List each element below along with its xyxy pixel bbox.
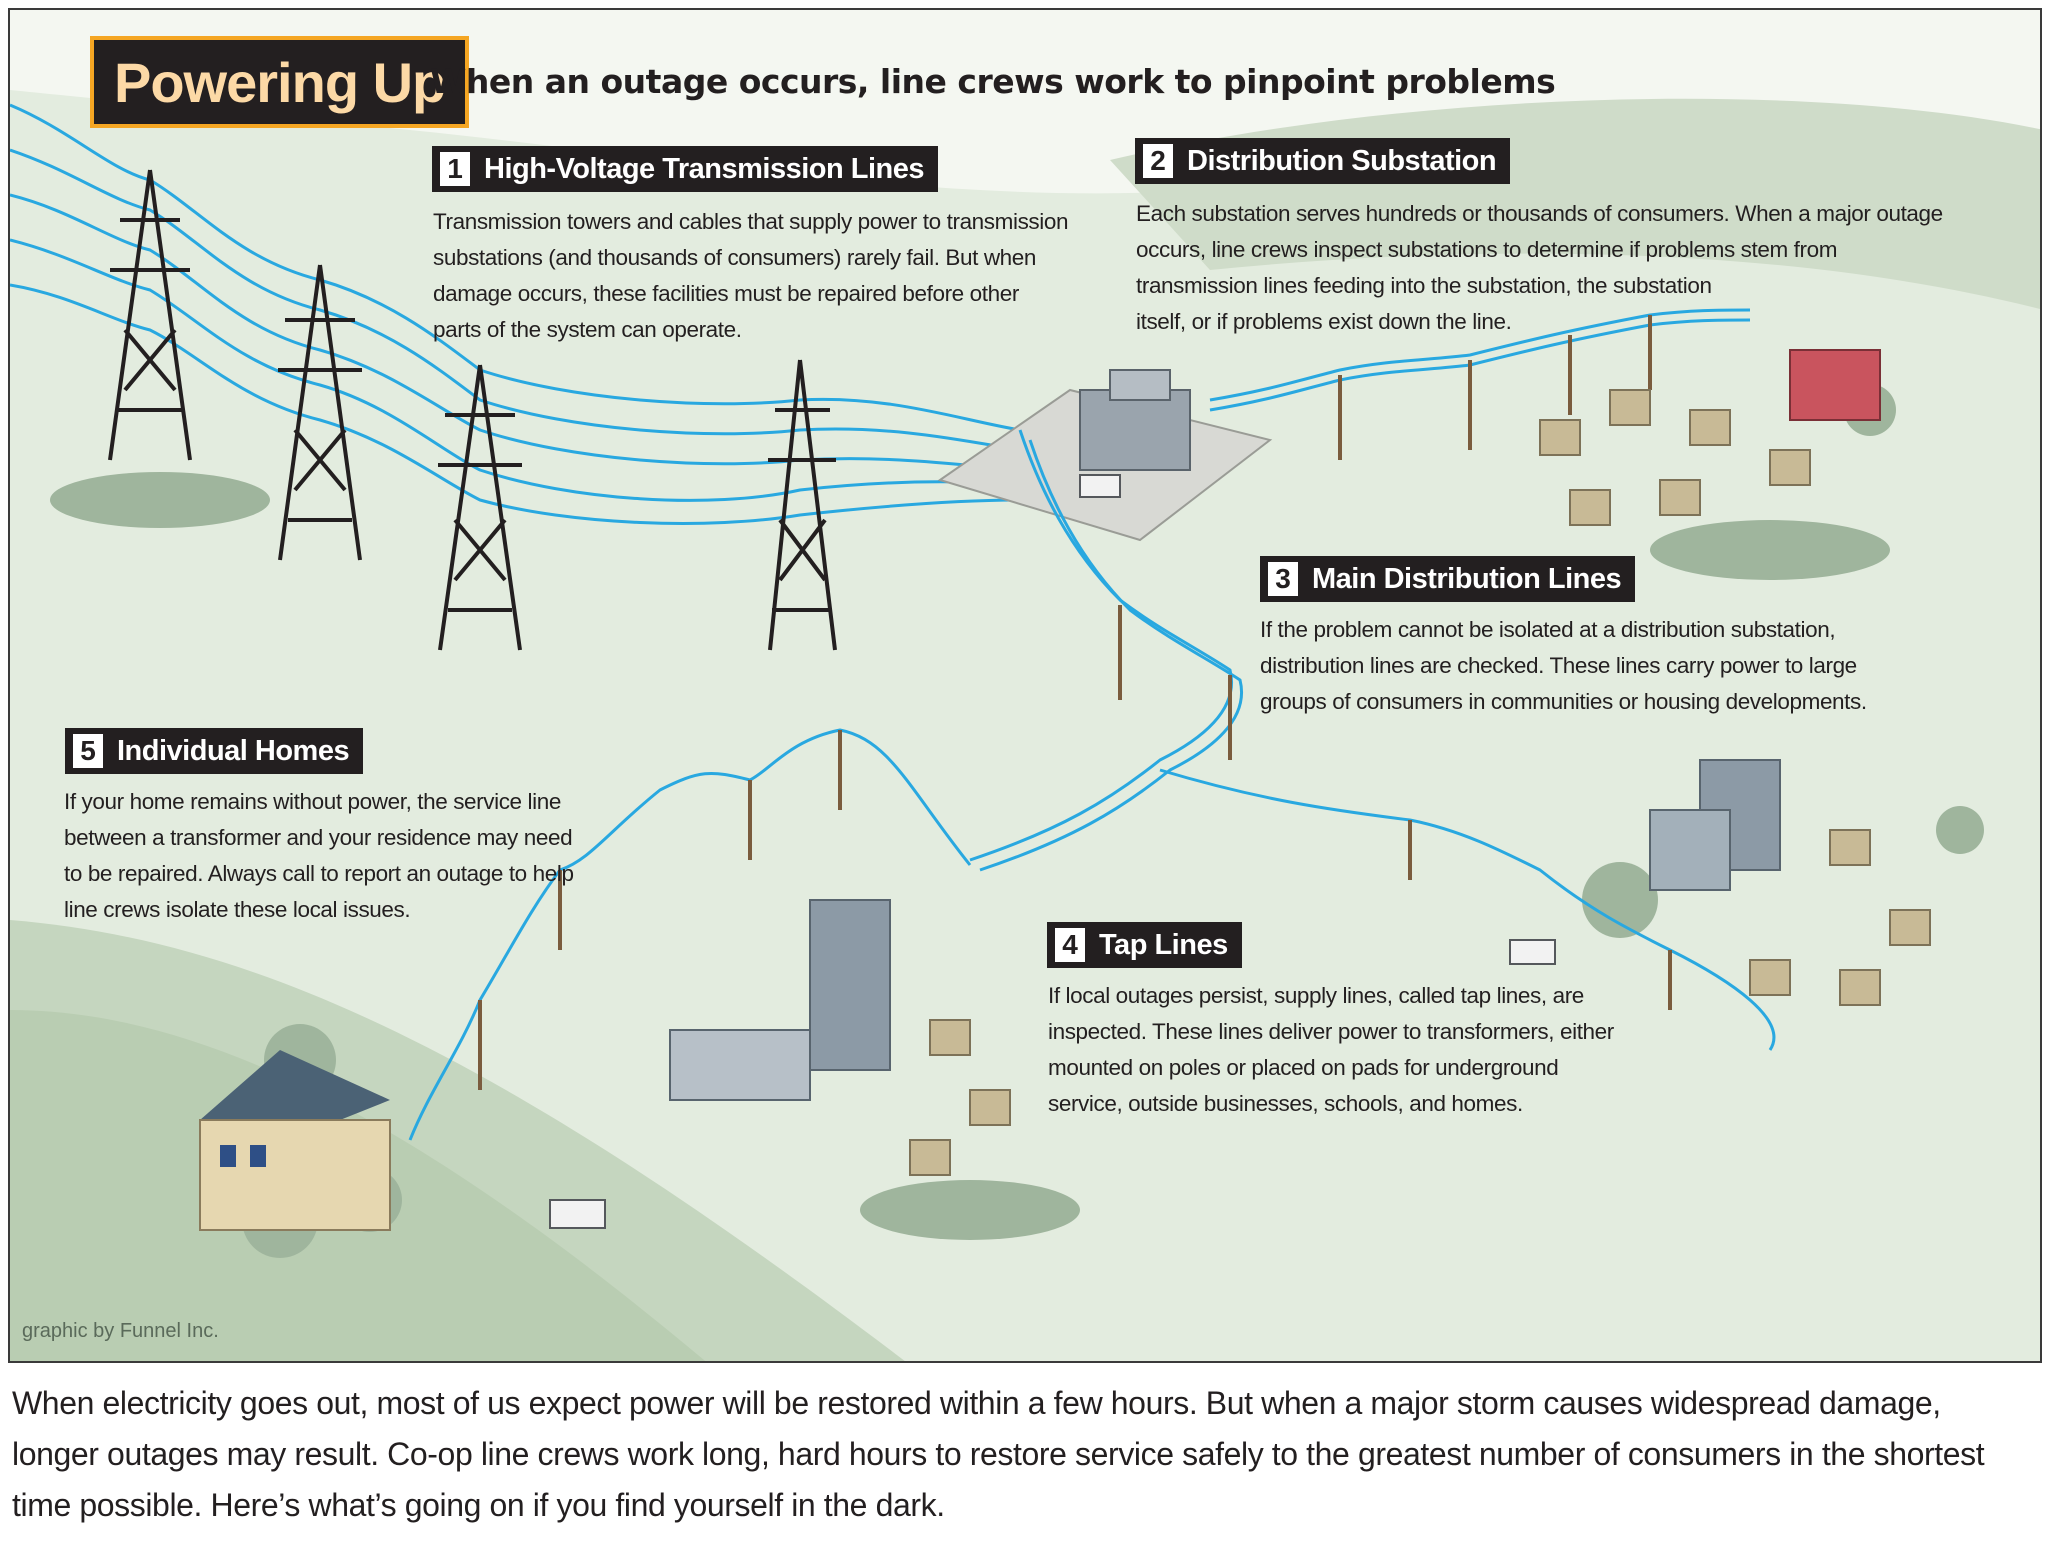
step-2-line: itself, or if problems exist down the li… xyxy=(1136,309,1512,334)
tower xyxy=(438,364,522,651)
house xyxy=(1839,969,1881,1006)
caption: When electricity goes out, most of us ex… xyxy=(12,1378,2042,1531)
bucket-truck xyxy=(549,1199,606,1229)
step-3-title: Main Distribution Lines xyxy=(1312,562,1622,595)
house xyxy=(969,1089,1011,1126)
distribution-substation xyxy=(937,369,1273,542)
caption-line: time possible. Here’s what’s going on if… xyxy=(12,1487,945,1523)
bucket-trucks xyxy=(549,474,1556,1229)
step-1-header: 1 High-Voltage Transmission Lines xyxy=(432,146,938,192)
step-2-header: 2 Distribution Substation xyxy=(1135,138,1511,184)
step-4-title: Tap Lines xyxy=(1099,928,1228,961)
barn xyxy=(1789,349,1881,421)
step-1-title: High-Voltage Transmission Lines xyxy=(484,152,925,185)
step-2-body: Each substation serves hundreds or thous… xyxy=(1136,196,1943,340)
page-title: Powering Up xyxy=(114,50,446,114)
house xyxy=(909,1139,951,1176)
tower xyxy=(108,169,192,461)
transmission-towers xyxy=(108,169,837,651)
step-5-number: 5 xyxy=(73,734,103,768)
house xyxy=(1889,909,1931,946)
tower xyxy=(278,264,362,561)
wire xyxy=(969,429,1233,862)
house xyxy=(1689,409,1731,446)
infographic-frame: Powering Up When an outage occurs, line … xyxy=(8,8,2042,1363)
caption-line: When electricity goes out, most of us ex… xyxy=(12,1385,1941,1421)
bucket-truck xyxy=(1079,474,1121,498)
step-5-header: 5 Individual Homes xyxy=(65,728,364,774)
home xyxy=(199,1050,391,1231)
step-2-number: 2 xyxy=(1143,144,1173,178)
step-4-line: mounted on poles or placed on pads for u… xyxy=(1048,1055,1559,1080)
step-1-line: substations (and thousands of consumers)… xyxy=(433,245,1037,270)
wire xyxy=(1159,768,1776,1051)
step-1-line: damage occurs, these facilities must be … xyxy=(433,281,1019,306)
step-3-line: If the problem cannot be isolated at a d… xyxy=(1260,617,1836,642)
step-2-line: occurs, line crews inspect substations t… xyxy=(1136,237,1838,262)
step-4-line: inspected. These lines deliver power to … xyxy=(1048,1019,1614,1044)
wire xyxy=(10,283,1021,525)
page-subtitle: When an outage occurs, line crews work t… xyxy=(430,62,1556,101)
house xyxy=(1749,959,1791,996)
title-banner: Powering Up xyxy=(90,36,470,128)
step-3-line: distribution lines are checked. These li… xyxy=(1260,653,1857,678)
tree-cluster xyxy=(1650,520,1890,580)
step-5-title: Individual Homes xyxy=(117,734,350,767)
step-5-line: line crews isolate these local issues. xyxy=(64,897,411,922)
office-tower xyxy=(669,899,891,1101)
small-houses xyxy=(909,389,1931,1176)
house xyxy=(1659,479,1701,516)
tower xyxy=(768,359,837,651)
step-1-body: Transmission towers and cables that supp… xyxy=(433,204,1069,348)
wire xyxy=(10,238,1021,502)
houses xyxy=(199,349,1931,1231)
step-4-line: If local outages persist, supply lines, … xyxy=(1048,983,1584,1008)
step-3-number: 3 xyxy=(1268,562,1298,596)
house xyxy=(929,1019,971,1056)
step-1-line: parts of the system can operate. xyxy=(433,317,742,342)
step-5-body: If your home remains without power, the … xyxy=(64,784,574,928)
bucket-truck xyxy=(1509,939,1556,965)
house xyxy=(1569,489,1611,526)
step-4-line: service, outside businesses, schools, an… xyxy=(1048,1091,1523,1116)
tree-cluster xyxy=(50,472,270,528)
house xyxy=(1829,829,1871,866)
utility-poles xyxy=(478,315,1672,1090)
wire xyxy=(1209,308,1751,402)
step-2-line: transmission lines feeding into the subs… xyxy=(1136,273,1712,298)
wire xyxy=(10,148,1021,452)
step-1-number: 1 xyxy=(440,152,470,186)
step-3-header: 3 Main Distribution Lines xyxy=(1260,556,1636,602)
graphic-credit: graphic by Funnel Inc. xyxy=(22,1320,219,1342)
step-4-body: If local outages persist, supply lines, … xyxy=(1048,978,1614,1122)
illustration xyxy=(10,10,2040,1361)
step-5-line: If your home remains without power, the … xyxy=(64,789,561,814)
step-3-body: If the problem cannot be isolated at a d… xyxy=(1260,612,1867,720)
step-1-line: Transmission towers and cables that supp… xyxy=(433,209,1069,234)
step-4-header: 4 Tap Lines xyxy=(1047,922,1242,968)
step-5-line: between a transformer and your residence… xyxy=(64,825,573,850)
caption-line: longer outages may result. Co-op line cr… xyxy=(12,1436,1985,1472)
wire xyxy=(979,439,1243,872)
house xyxy=(1539,419,1581,456)
sky-area xyxy=(10,10,2040,219)
house xyxy=(1609,389,1651,426)
tree-cluster xyxy=(860,1180,1080,1240)
apartment-building xyxy=(1649,759,1781,891)
tree xyxy=(1582,862,1658,938)
step-2-line: Each substation serves hundreds or thous… xyxy=(1136,201,1943,226)
step-3-line: groups of consumers in communities or ho… xyxy=(1260,689,1867,714)
tree xyxy=(1936,806,1984,854)
step-5-line: to be repaired. Always call to report an… xyxy=(64,861,574,886)
house xyxy=(1769,449,1811,486)
step-2-title: Distribution Substation xyxy=(1187,144,1497,177)
step-4-number: 4 xyxy=(1055,928,1085,962)
